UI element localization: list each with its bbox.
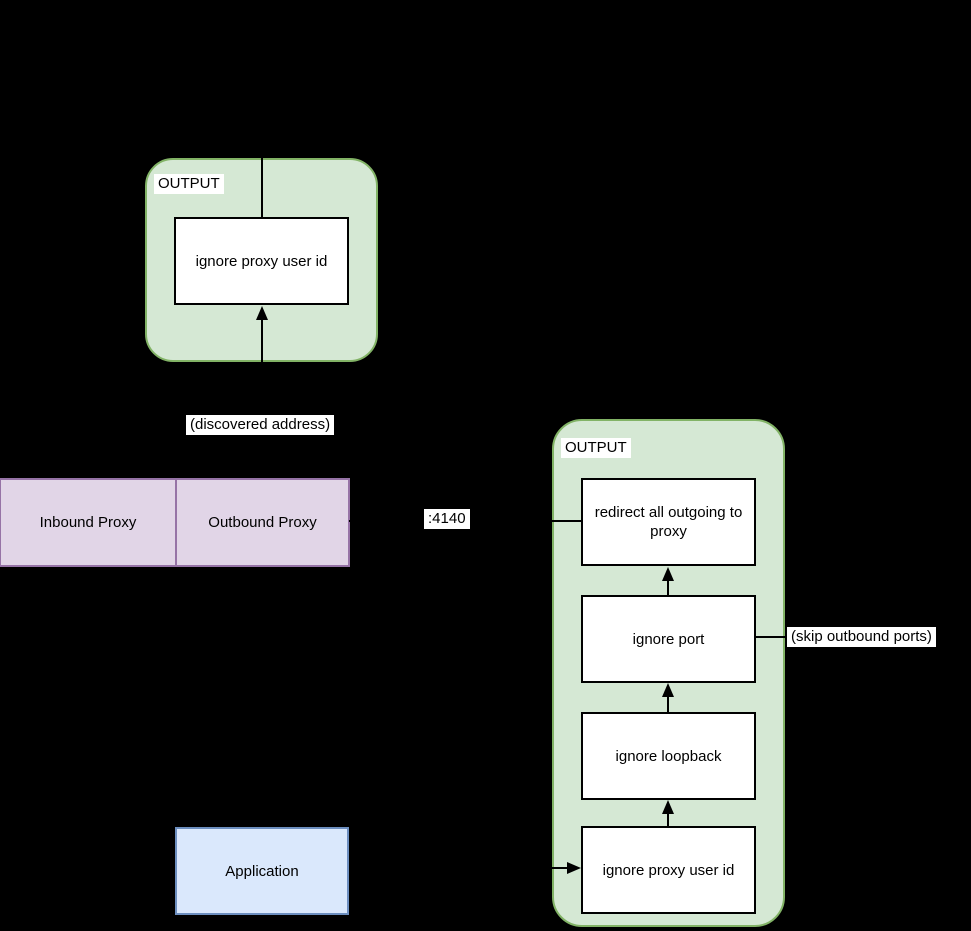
connector-userid-to-loopback [667, 812, 669, 826]
arrow-right-icon [567, 862, 581, 874]
node-redirect-all-outgoing: redirect all outgoing to proxy [581, 478, 756, 566]
application-box: Application [175, 827, 349, 915]
node-label: redirect all outgoing to proxy [594, 504, 743, 540]
arrow-up-icon [256, 306, 268, 320]
outbound-proxy-label: Outbound Proxy [208, 514, 317, 531]
connector-port-to-redirect [667, 579, 669, 595]
node-ignore-proxy-user-id-top: ignore proxy user id [174, 217, 349, 305]
node-ignore-loopback: ignore loopback [581, 712, 756, 800]
connector-top-group-to-proxy-line [261, 318, 263, 478]
connector-proxy-to-port-label [349, 520, 424, 522]
arrow-up-icon [662, 683, 674, 697]
proxy-row: Inbound Proxy Outbound Proxy [0, 478, 350, 567]
output-group-right-title: OUTPUT [561, 438, 631, 458]
connector-into-redirect-line [538, 520, 581, 522]
outbound-proxy-box: Outbound Proxy [177, 480, 348, 565]
discovered-address-label: (discovered address) [186, 415, 335, 435]
node-label: ignore proxy user id [602, 861, 735, 879]
node-label: ignore port [632, 630, 705, 648]
arrow-up-icon [662, 800, 674, 814]
connector-top-group-entry-line [261, 158, 263, 218]
output-group-top-title: OUTPUT [154, 174, 224, 194]
inbound-proxy-label: Inbound Proxy [39, 514, 137, 531]
node-ignore-proxy-user-id: ignore proxy user id [581, 826, 756, 914]
inbound-proxy-box: Inbound Proxy [1, 480, 177, 565]
arrow-up-icon [662, 567, 674, 581]
connector-application-to-output [349, 867, 569, 869]
node-label: ignore loopback [615, 747, 722, 765]
connector-loopback-to-port [667, 695, 669, 712]
node-ignore-port: ignore port [581, 595, 756, 683]
skip-outbound-ports-label: (skip outbound ports) [787, 627, 936, 647]
connector-ignore-port-to-skip-label [756, 636, 792, 638]
application-label: Application [225, 862, 299, 880]
proxy-port-label: :4140 [424, 509, 470, 529]
node-label: ignore proxy user id [195, 252, 328, 270]
